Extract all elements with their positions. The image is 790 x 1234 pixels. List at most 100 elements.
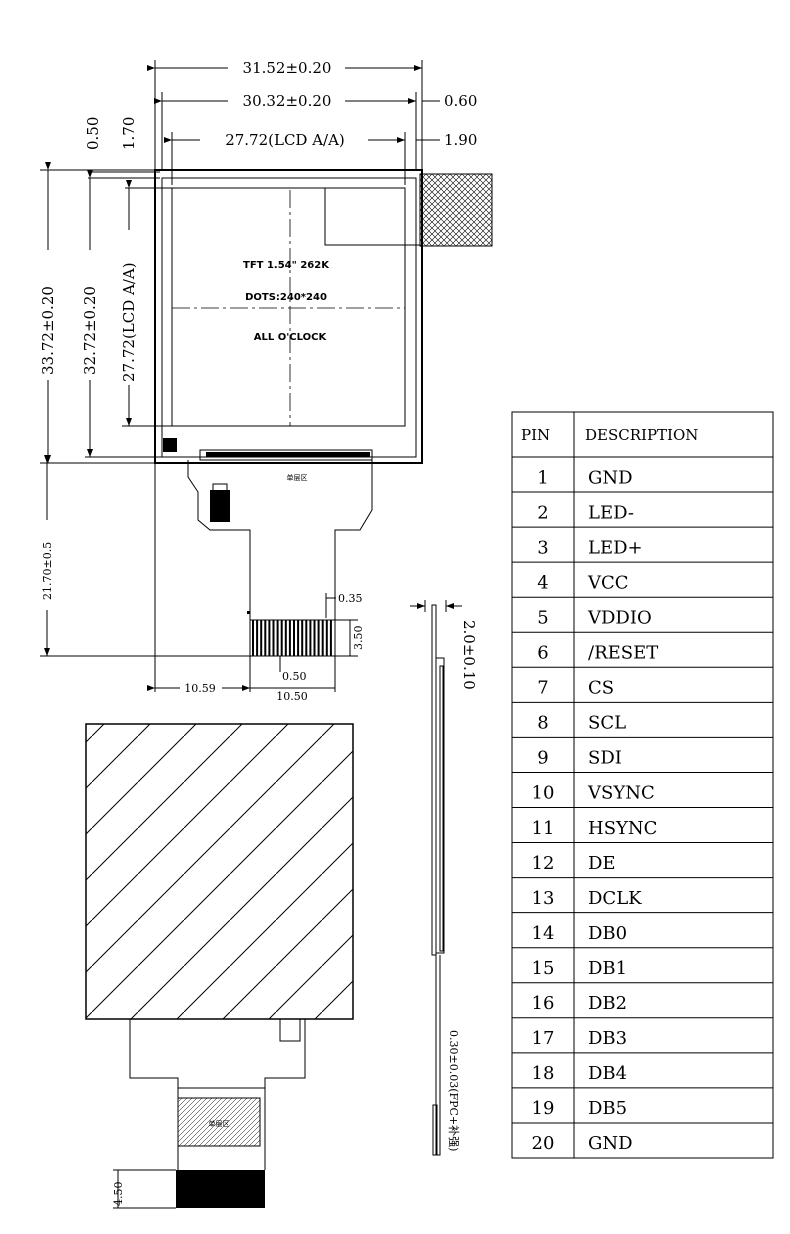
pin-table-border	[511, 411, 774, 1159]
back-stiffener	[176, 1170, 265, 1208]
glass-height-label: 32.72±0.20	[81, 286, 99, 375]
fpc-component	[210, 490, 230, 522]
pin-number: 15	[532, 958, 555, 979]
pin-description: SCL	[588, 713, 626, 734]
side-view: 2.0±0.10 0.30±0.03(FPC+补强)	[410, 600, 478, 1156]
gold-finger	[293, 620, 295, 656]
top-gap-outer-label: 0.50	[84, 117, 102, 150]
back-panel	[85, 723, 354, 1020]
fpc-bond-strip	[199, 449, 373, 461]
gold-finger	[252, 620, 254, 656]
module-outline	[154, 169, 423, 464]
pin-description: LED+	[588, 537, 643, 558]
pin-description: DB1	[588, 958, 627, 979]
pad-height-label: 3.50	[352, 626, 365, 651]
pin-description: DCLK	[588, 888, 642, 909]
pin-description: DE	[588, 853, 616, 874]
back-fpc-single-layer	[177, 1097, 261, 1147]
pin-number: 11	[532, 818, 555, 839]
gold-finger	[264, 620, 267, 656]
fpc-gold-fingers	[252, 620, 332, 656]
pin-description: DB4	[588, 1063, 627, 1084]
pad-width-label: 0.50	[282, 670, 307, 683]
dimension-outer-width: 31.52±0.20	[147, 59, 423, 170]
pin-description: DB0	[588, 923, 627, 944]
dimension-aa-width: 27.72(LCD A/A) 1.90	[164, 131, 477, 185]
pin-description: HSYNC	[588, 818, 657, 839]
gold-finger	[288, 620, 291, 656]
fpc-stiffener-tab	[419, 173, 493, 247]
right-gap-aa-label: 1.90	[444, 131, 477, 149]
gold-finger	[284, 620, 287, 656]
fpc-left-edge	[187, 460, 251, 660]
dimension-aa-height: 27.72(LCD A/A)	[120, 180, 172, 427]
dimension-pad-height: 3.50	[335, 619, 365, 657]
screen-text-line1: TFT 1.54" 262K	[243, 260, 330, 271]
gold-finger	[309, 620, 312, 656]
aa-width-label: 27.72(LCD A/A)	[225, 131, 345, 149]
pin-number: 17	[532, 1028, 555, 1049]
pin-number: 12	[532, 853, 555, 874]
side-backlight-inner	[439, 665, 444, 952]
gold-finger	[301, 620, 304, 656]
pin-description: LED-	[588, 502, 634, 523]
pin-description: VSYNC	[587, 783, 655, 804]
pin-number: 2	[537, 502, 548, 523]
pin-number: 8	[537, 713, 548, 734]
gold-finger	[305, 620, 308, 656]
pin-number: 4	[537, 572, 548, 593]
screen-text-line2: DOTS:240*240	[245, 292, 327, 303]
pin-number: 14	[532, 923, 555, 944]
glass-outline	[161, 177, 417, 458]
pin-number: 1	[537, 467, 548, 488]
gold-finger	[256, 620, 259, 656]
pin-header: PIN	[521, 426, 550, 444]
pin-description: VCC	[587, 572, 629, 593]
fpc-right-edge	[334, 460, 373, 660]
dimension-glass-width: 30.32±0.20 0.60	[154, 92, 477, 170]
corner-marker	[163, 438, 177, 452]
stiffener-label: 4.50	[112, 1182, 125, 1207]
dimension-fpc-offset: 10.59 10.50	[147, 463, 336, 703]
pin-number: 9	[537, 748, 548, 769]
tab-outline	[324, 188, 420, 246]
top-gap-aa-label: 1.70	[120, 117, 138, 150]
back-fpc-upper	[129, 1019, 306, 1089]
screen-text-line3: ALL O'CLOCK	[254, 332, 328, 343]
gold-finger	[272, 620, 275, 656]
gold-finger	[325, 620, 328, 656]
gold-finger	[329, 620, 332, 656]
pin-number: 16	[532, 993, 555, 1014]
aa-height-label: 27.72(LCD A/A)	[120, 262, 138, 382]
pin-description: GND	[588, 1133, 633, 1154]
pin-description: DB5	[588, 1098, 627, 1119]
pin-description: CS	[588, 678, 614, 699]
gold-finger	[280, 620, 283, 656]
pin-description: GND	[588, 467, 633, 488]
back-fpc-tab	[279, 1018, 301, 1042]
side-backlight	[435, 657, 445, 954]
dimension-top-gaps: 0.50 1.70	[84, 117, 172, 189]
dimension-fpc-length: 21.70±0.5	[40, 455, 250, 657]
fpc-offset-label: 10.59	[184, 682, 216, 695]
pin-description: DB2	[588, 993, 627, 1014]
front-view: 31.52±0.20 30.32±0.20 0.60 27.72(LCD A/A…	[39, 59, 493, 703]
gold-finger	[276, 620, 279, 656]
back-fpc-label: 单层区	[209, 1119, 230, 1128]
pin-number: 20	[532, 1133, 555, 1154]
dimension-glass-height: 32.72±0.20	[81, 170, 162, 458]
pin-number: 3	[537, 537, 548, 558]
fpc-width-label: 10.50	[276, 690, 308, 703]
dimension-pad-width: 0.50	[279, 656, 307, 683]
outer-height-label: 33.72±0.20	[39, 286, 57, 375]
pin-description: /RESET	[588, 643, 658, 664]
thickness-label: 2.0±0.10	[460, 620, 478, 690]
gold-finger	[317, 620, 320, 656]
pin-number: 6	[537, 643, 548, 664]
pin-number: 19	[532, 1098, 555, 1119]
dimension-stiffener: 4.50	[112, 1169, 176, 1209]
pin-number: 5	[537, 607, 548, 628]
back-view: 单层区 4.50	[85, 723, 354, 1209]
